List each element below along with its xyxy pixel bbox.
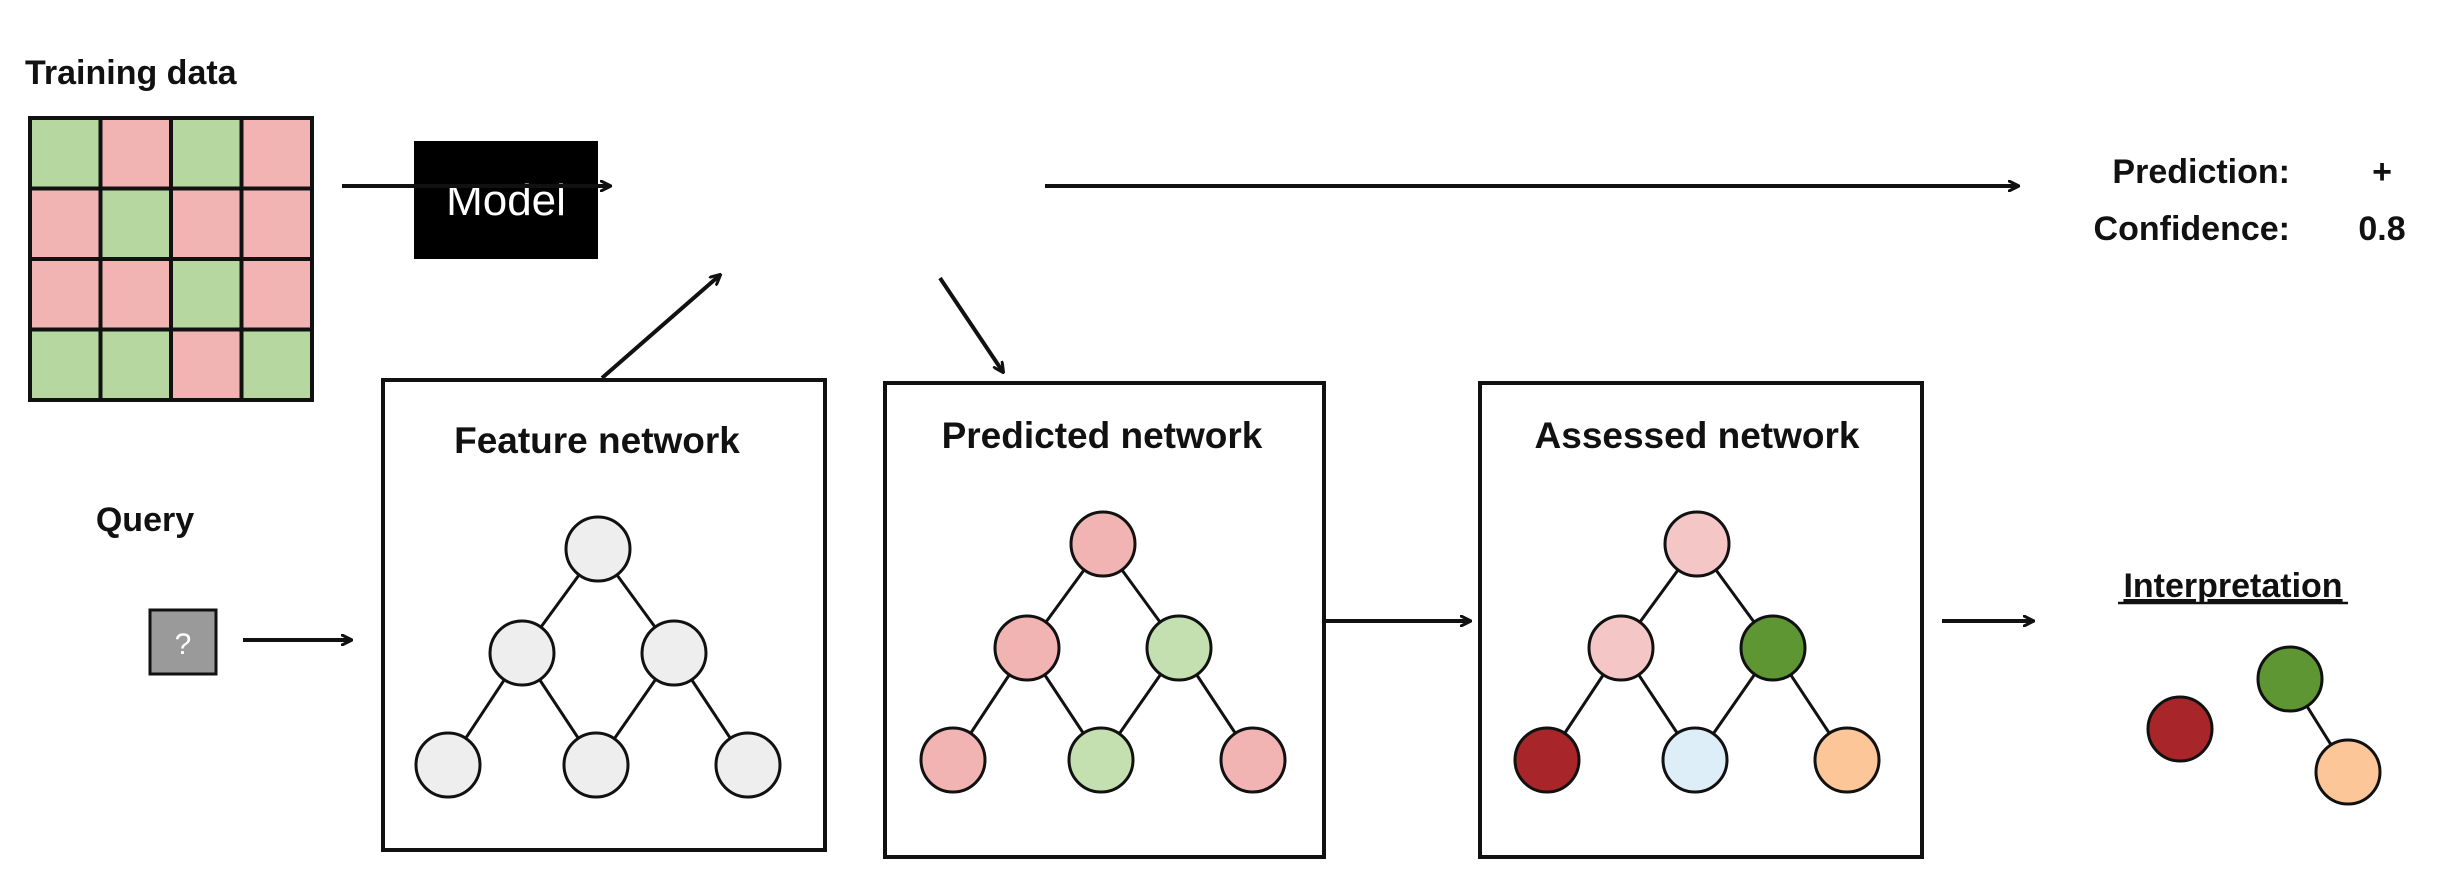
network-node [919, 726, 987, 794]
interpretation-node [2314, 738, 2382, 806]
network-node [564, 515, 632, 583]
network-node [1219, 726, 1287, 794]
grid-cell-green [98, 186, 173, 261]
grid-cell-green [169, 257, 244, 332]
network-node [562, 731, 630, 799]
network-3 [1513, 510, 1881, 794]
network-node [488, 619, 556, 687]
training-data-label: Training data [25, 54, 238, 92]
model-label: Model [446, 176, 566, 225]
feature-network-title: Feature network [454, 420, 740, 461]
grid-cell-pink [98, 257, 173, 332]
arrow-model-to-predicted [938, 276, 1003, 372]
confidence-label: Confidence: [2094, 210, 2290, 248]
network-node [1069, 510, 1137, 578]
prediction-label: Prediction: [2112, 153, 2290, 191]
query-box [148, 608, 218, 676]
network-node [1067, 726, 1135, 794]
query-label: Query [96, 501, 194, 539]
network-1 [414, 515, 782, 799]
confidence-value: 0.8 [2358, 210, 2405, 248]
grid-cell-green [239, 327, 314, 402]
grid-cell-pink [169, 186, 244, 261]
model-box [414, 141, 598, 259]
network-node [1513, 726, 1581, 794]
interpretation-label: Interpretation [2123, 567, 2342, 605]
training-data-grid [28, 116, 314, 402]
network-node [1739, 614, 1807, 682]
grid-cell-pink [28, 257, 103, 332]
grid-cell-green [28, 327, 103, 402]
network-node [640, 619, 708, 687]
network-node [1661, 726, 1729, 794]
grid-cell-pink [28, 186, 103, 261]
interpretation-graph [2146, 645, 2382, 806]
network-node [714, 731, 782, 799]
network-node [414, 731, 482, 799]
grid-cell-pink [169, 327, 244, 402]
grid-cell-pink [239, 186, 314, 261]
grid-cell-green [98, 327, 173, 402]
grid-cell-green [169, 116, 244, 191]
network-2 [919, 510, 1287, 794]
network-node [1145, 614, 1213, 682]
interpretation-node [2256, 645, 2324, 713]
network-node [1813, 726, 1881, 794]
network-node [1587, 614, 1655, 682]
assessed-network-title: Assessed network [1535, 415, 1860, 456]
predicted-network-title: Predicted network [942, 415, 1263, 456]
arrows [243, 186, 2033, 640]
grid-cell-pink [98, 116, 173, 191]
prediction-value: + [2372, 153, 2392, 191]
network-node [993, 614, 1061, 682]
interpretation-node [2146, 695, 2214, 763]
grid-cell-green [28, 116, 103, 191]
arrow-feature-to-model [600, 275, 720, 380]
network-graphs [414, 510, 1881, 799]
query-symbol: ? [175, 628, 192, 661]
network-node [1663, 510, 1731, 578]
grid-cell-pink [239, 257, 314, 332]
grid-cell-pink [239, 116, 314, 191]
